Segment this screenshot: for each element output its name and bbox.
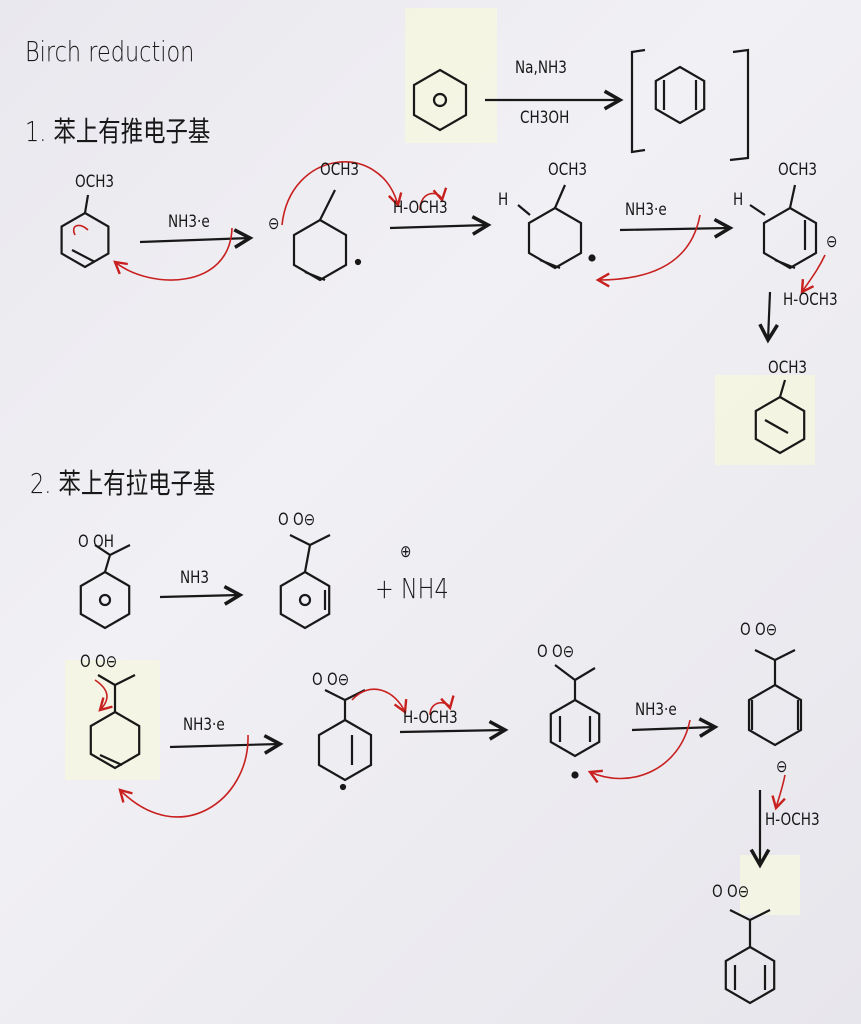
electron-arrow (429, 695, 455, 716)
radical-dot (354, 258, 362, 266)
substituent-label: OCH3 (778, 160, 818, 180)
section-2-heading: 2. 苯上有拉电子基 (30, 467, 216, 500)
reagent-label: CH3OH (520, 108, 570, 128)
reaction-arrow (631, 717, 719, 738)
substituent-label: O O⊖ (537, 642, 575, 662)
aromatic-circle (98, 593, 112, 607)
reaction-arrow (139, 228, 254, 249)
reaction-arrow (619, 217, 734, 239)
substituent-label: O O⊖ (278, 510, 316, 530)
benzoic-acid-ring (79, 570, 131, 630)
section-1-heading: 1. 苯上有推电子基 (25, 115, 211, 148)
anion-ring-2 (747, 683, 803, 747)
reagent-label: NH3·e (168, 212, 210, 232)
anisole-ring (60, 211, 110, 269)
radical-anion-ring (292, 218, 348, 282)
substituent-label: O O⊖ (80, 652, 118, 672)
cyclohexadiene-ring (654, 65, 706, 125)
substituent-label: O O⊖ (712, 882, 750, 902)
electron-arrow (771, 774, 786, 811)
electron-arrow (113, 227, 233, 281)
reagent-label: H-OCH3 (765, 810, 820, 830)
electron-arrow (419, 187, 448, 211)
charge-label: ⊖ (826, 232, 838, 252)
radical-ring (527, 206, 583, 270)
benzoate-ring-2 (89, 710, 141, 770)
hydrogen-label: H (733, 190, 744, 210)
charge-label: ⊕ (400, 542, 412, 562)
substituent-label: OCH3 (768, 358, 808, 378)
product-ring-1 (754, 395, 806, 455)
reagent-label: H-OCH3 (393, 198, 448, 218)
electron-arrow (800, 254, 826, 295)
electron-arrow (351, 688, 408, 715)
radical-dot (588, 254, 596, 262)
product-ring-2 (724, 945, 776, 1005)
radical-dot (571, 771, 579, 779)
reagent-label: NH3·e (625, 200, 667, 220)
radical-anion-ring-2 (317, 718, 373, 782)
reagent-label: NH3 (180, 568, 210, 588)
anion-ring (762, 206, 818, 270)
electron-arrow (94, 679, 113, 712)
reagent-label: Na,NH3 (515, 58, 567, 78)
radical-dot (339, 783, 347, 791)
aromatic-circle (298, 593, 312, 607)
benzene-ring (412, 68, 468, 132)
charge-label: ⊖ (776, 757, 788, 777)
reaction-arrow (758, 291, 779, 344)
hydrogen-label: H (498, 190, 509, 210)
electron-arrow (72, 224, 89, 236)
reagent-label: NH3·e (183, 715, 225, 735)
ammonium-label: + NH4 (375, 572, 449, 605)
reaction-arrow (389, 215, 492, 236)
substituent-label: OCH3 (75, 172, 115, 192)
benzoate-ring (279, 570, 331, 630)
substituent-label: OCH3 (548, 160, 588, 180)
radical-ring-2 (549, 698, 601, 758)
aromatic-circle (432, 92, 448, 108)
electron-arrow (595, 214, 701, 288)
page-title: Birch reduction (25, 35, 195, 68)
substituent-label: O O⊖ (740, 620, 778, 640)
electron-arrow (118, 734, 249, 818)
reaction-arrow (169, 734, 284, 755)
electron-arrow (281, 161, 403, 226)
substituent-label: OCH3 (320, 160, 360, 180)
electron-arrow (587, 719, 691, 784)
substituent-label: O OH (78, 532, 114, 552)
reagent-label: H-OCH3 (783, 290, 838, 310)
reagent-label: NH3·e (635, 700, 677, 720)
charge-label: ⊖ (268, 214, 280, 234)
substituent-label: O O⊖ (312, 670, 350, 690)
reaction-arrow (159, 585, 244, 606)
reagent-label: H-OCH3 (403, 708, 458, 728)
reaction-arrow (399, 719, 509, 741)
